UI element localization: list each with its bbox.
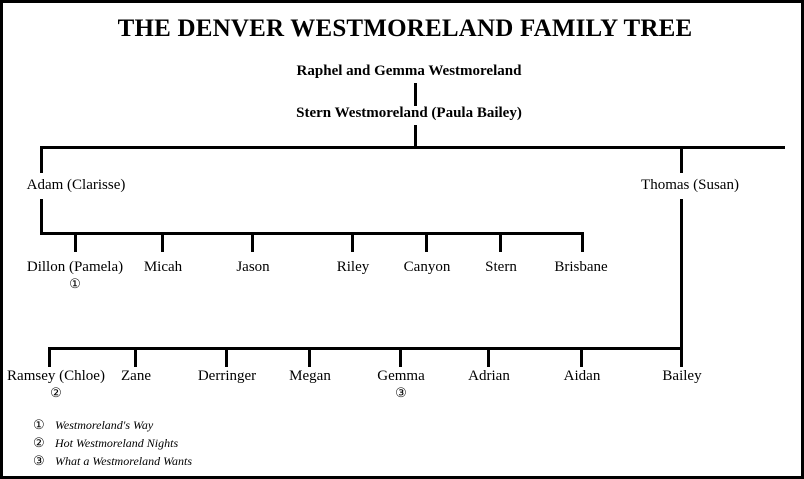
legend-marker-icon: ① — [33, 417, 45, 432]
legend-label: Hot Westmoreland Nights — [55, 436, 179, 450]
node-stern-child: Stern — [485, 259, 517, 276]
legend-item: ② Hot Westmoreland Nights — [33, 435, 192, 453]
legend-marker-icon: ② — [33, 435, 45, 450]
sibling-bar-gen5 — [48, 347, 683, 350]
node-label: Riley — [336, 259, 370, 275]
connector-bar-to-adam — [40, 146, 43, 173]
connector-thomas-down — [680, 199, 683, 350]
node-label: Ramsey (Chloe) — [7, 368, 105, 384]
connector-adam-down — [40, 199, 43, 234]
stem-dillon — [74, 232, 77, 252]
node-aidan: Aidan — [564, 368, 601, 385]
connector-gen2-to-sibling-bar — [414, 125, 417, 147]
connector-bar-to-thomas — [680, 146, 683, 173]
legend-marker-icon: ③ — [33, 453, 45, 468]
node-riley: Riley — [337, 259, 370, 276]
node-gemma: Gemma ③ — [377, 368, 424, 400]
legend-item: ③ What a Westmoreland Wants — [33, 453, 192, 471]
stem-brisbane — [581, 232, 584, 252]
node-label: Aidan — [563, 368, 601, 384]
node-label: Adam (Clarisse) — [26, 177, 126, 193]
node-adrian: Adrian — [468, 368, 510, 385]
node-label: Brisbane — [554, 259, 608, 275]
node-zane: Zane — [121, 368, 151, 385]
node-bailey: Bailey — [662, 368, 701, 385]
page-title: THE DENVER WESTMORELAND FAMILY TREE — [117, 15, 693, 42]
node-label: Derringer — [197, 368, 257, 384]
node-micah: Micah — [144, 259, 182, 276]
stem-micah — [161, 232, 164, 252]
stem-aidan — [580, 347, 583, 367]
node-ramsey-chloe: Ramsey (Chloe) ② — [7, 368, 105, 400]
footnote-marker: ② — [50, 385, 62, 400]
footnote-legend: ① Westmoreland's Way ② Hot Westmoreland … — [33, 417, 192, 471]
node-label: Thomas (Susan) — [641, 177, 739, 193]
footnote-marker: ③ — [395, 385, 407, 400]
connector-gen1-to-gen2 — [414, 83, 417, 106]
node-brisbane: Brisbane — [554, 259, 607, 276]
footnote-marker: ① — [69, 276, 81, 291]
stem-derringer — [225, 347, 228, 367]
stem-zane — [134, 347, 137, 367]
stem-riley — [351, 232, 354, 252]
stem-canyon — [425, 232, 428, 252]
stem-stern — [499, 232, 502, 252]
legend-item: ① Westmoreland's Way — [33, 417, 192, 435]
node-adam-clarisse: Adam (Clarisse) — [27, 177, 126, 194]
node-thomas-susan: Thomas (Susan) — [641, 177, 739, 194]
node-label: Micah — [143, 259, 183, 275]
node-label: Adrian — [468, 368, 510, 384]
stem-bailey — [680, 347, 683, 367]
node-canyon: Canyon — [404, 259, 451, 276]
stem-gemma — [399, 347, 402, 367]
node-label: Gemma — [377, 368, 425, 384]
legend-label: What a Westmoreland Wants — [55, 454, 193, 468]
node-label: Stern — [485, 259, 517, 275]
node-label: Stern Westmoreland (Paula Bailey) — [296, 105, 522, 121]
node-label: Dillon (Pamela) — [26, 259, 124, 275]
node-megan: Megan — [289, 368, 331, 385]
node-raphel-and-gemma: Raphel and Gemma Westmoreland — [297, 63, 522, 80]
stem-jason — [251, 232, 254, 252]
stem-adrian — [487, 347, 490, 367]
node-label: Raphel and Gemma Westmoreland — [296, 63, 522, 79]
node-label: Megan — [289, 368, 331, 384]
stem-ramsey — [48, 347, 51, 367]
sibling-bar-gen4 — [40, 232, 584, 235]
node-label: Canyon — [403, 259, 451, 275]
node-label: Zane — [121, 368, 151, 384]
node-derringer: Derringer — [198, 368, 256, 385]
node-dillon-pamela: Dillon (Pamela) ① — [27, 259, 123, 291]
node-stern-westmoreland: Stern Westmoreland (Paula Bailey) — [296, 105, 522, 122]
sibling-bar-gen3 — [40, 146, 785, 149]
node-label: Jason — [236, 259, 270, 275]
stem-megan — [308, 347, 311, 367]
node-jason: Jason — [236, 259, 269, 276]
legend-label: Westmoreland's Way — [55, 418, 154, 432]
node-label: Bailey — [662, 368, 702, 384]
